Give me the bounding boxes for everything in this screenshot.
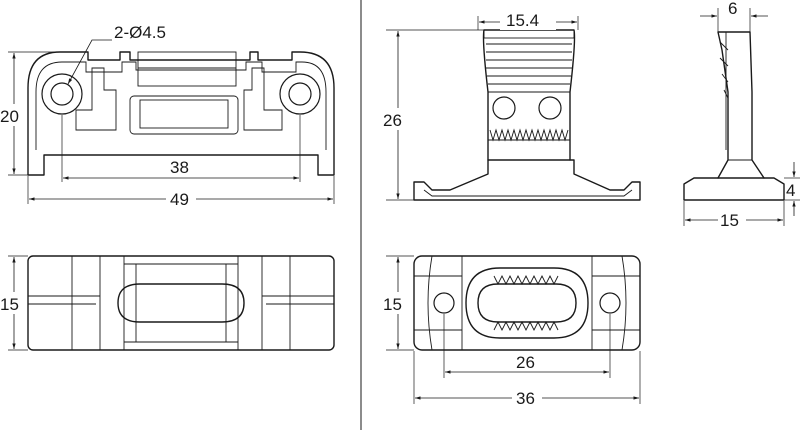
side-teeth [489, 128, 569, 142]
bottom-left-depth-dim: 15 [0, 295, 19, 314]
bottom-left-view: 15 [0, 255, 335, 351]
bottom-right-slot-outer [465, 267, 589, 339]
bottom-right-slot-length-dim: 26 [516, 353, 535, 372]
front-top-boss [137, 51, 237, 87]
side-top-width-dim: 15.4 [506, 11, 539, 30]
front-inner-rim [35, 61, 327, 150]
side-view: 15.4 26 [380, 10, 641, 201]
end-base-width-dim: 15 [720, 211, 739, 230]
bottom-right-right-hole [599, 292, 621, 314]
end-view: 6 4 15 [683, 0, 800, 230]
bottom-right-outline [413, 255, 641, 351]
front-left-hole-outer [41, 73, 83, 115]
bottom-left-outline [27, 255, 335, 351]
side-top-cap [483, 29, 575, 39]
front-hole-spacing-dim: 38 [170, 158, 189, 177]
front-right-pocket [243, 67, 283, 131]
end-top-width-dim: 6 [728, 0, 737, 18]
bottom-left-center-slot [117, 283, 245, 323]
front-view: 2-Ø4.5 20 38 49 [0, 23, 335, 209]
bottom-right-depth-dim: 15 [383, 295, 402, 314]
side-height-dim: 26 [383, 111, 402, 130]
front-width-dim: 49 [170, 190, 189, 209]
front-left-pocket [75, 67, 117, 131]
front-center-window [129, 95, 239, 135]
side-base-outline [413, 159, 641, 201]
side-left-hole [492, 96, 516, 120]
bottom-right-left-hole [433, 292, 455, 314]
front-hole-callout: 2-Ø4.5 [114, 23, 166, 42]
side-right-hole [538, 96, 562, 120]
front-left-hole-inner [50, 82, 74, 106]
end-base-outline [683, 177, 785, 201]
front-height-dim: 20 [0, 107, 19, 126]
end-base-height-dim: 4 [786, 181, 795, 200]
end-stem-outline [717, 31, 765, 179]
front-outline [27, 51, 335, 176]
bottom-right-view: 15 26 36 [380, 255, 641, 408]
bottom-right-length-dim: 36 [516, 389, 535, 408]
bottom-right-slot-inner [477, 283, 577, 323]
front-right-hole-outer [279, 73, 321, 115]
front-right-hole-inner [288, 82, 312, 106]
